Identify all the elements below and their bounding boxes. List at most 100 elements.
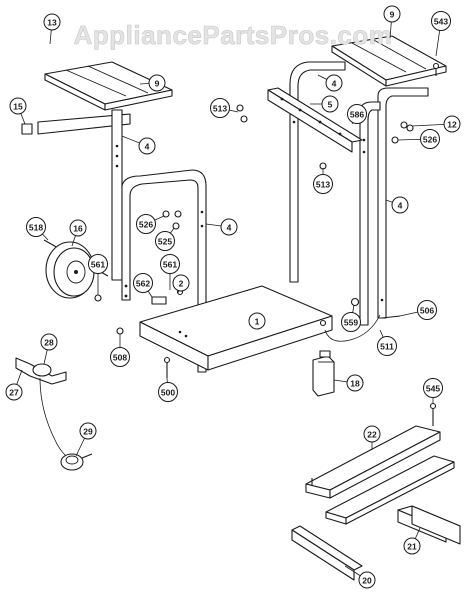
right-shelf-assembly (331, 35, 447, 87)
callout-559: 559 (341, 304, 361, 332)
callout-circle (347, 104, 367, 124)
callout-circle (9, 97, 27, 115)
callout-circle (363, 425, 381, 443)
callout-circle (431, 11, 451, 31)
callout-number: 518 (29, 223, 43, 233)
callout-number: 28 (44, 338, 54, 348)
callout-circle (79, 422, 97, 440)
callout-circle (321, 95, 339, 113)
callout-number: 29 (83, 427, 93, 437)
callout-number: 513 (213, 104, 227, 114)
callout-545: 545 (423, 378, 443, 403)
callout-circle (172, 274, 190, 292)
callout-circle (5, 383, 23, 401)
callout-circle (383, 5, 401, 23)
callout-561: 561 (160, 254, 180, 290)
callout-4: 4 (205, 218, 238, 236)
callout-number: 15 (13, 102, 23, 112)
callout-22: 22 (363, 425, 381, 450)
callout-562: 562 (133, 273, 153, 298)
callout-number: 526 (139, 220, 153, 230)
callout-number: 9 (390, 10, 395, 20)
callout-506: 506 (399, 300, 437, 320)
base-pan (139, 285, 333, 371)
callout-4: 4 (317, 74, 343, 92)
igniter-module (312, 350, 335, 397)
callout-number: 4 (332, 79, 337, 89)
callout-513: 513 (313, 168, 333, 194)
callout-number: 586 (350, 110, 364, 120)
callout-9: 9 (383, 5, 401, 39)
callout-number: 500 (161, 388, 175, 398)
callout-5: 5 (310, 95, 339, 113)
callout-4: 4 (385, 196, 409, 214)
callout-12: 12 (411, 115, 461, 133)
callout-number: 506 (420, 306, 434, 316)
callout-21: 21 (403, 527, 421, 555)
callout-number: 545 (426, 384, 440, 394)
callout-circle (220, 218, 238, 236)
callout-13: 13 (43, 13, 61, 45)
callout-circle (158, 382, 178, 402)
callout-number: 9 (155, 79, 160, 89)
callout-15: 15 (9, 97, 27, 125)
callout-525: 525 (155, 227, 175, 251)
callout-500: 500 (158, 377, 178, 402)
callout-circle (403, 537, 421, 555)
callout-circle (391, 196, 409, 214)
callout-circle (26, 217, 46, 237)
callout-number: 559 (344, 318, 358, 328)
bottom-shelf-assembly (305, 402, 455, 525)
callout-circle (248, 312, 266, 330)
callout-number: 511 (380, 342, 394, 352)
callout-27: 27 (5, 369, 23, 401)
callout-circle (69, 219, 87, 237)
bottom-rails (291, 505, 461, 581)
callout-number: 4 (227, 223, 232, 233)
callout-number: 22 (367, 430, 377, 440)
callout-circle (313, 174, 333, 194)
front-frame-assembly (121, 169, 207, 373)
callout-number: 18 (350, 379, 360, 389)
callout-circle (43, 13, 61, 31)
left-shelf-assembly (37, 61, 173, 281)
callout-16: 16 (69, 219, 87, 247)
callout-number: 561 (163, 260, 177, 270)
callout-4: 4 (121, 135, 156, 155)
callout-543: 543 (431, 11, 451, 57)
callout-526: 526 (397, 129, 440, 149)
callout-circle (417, 300, 437, 320)
callout-number: 20 (362, 576, 372, 586)
callout-circle (423, 378, 443, 398)
callout-circle (110, 347, 130, 367)
callout-number: 526 (423, 135, 437, 145)
callout-511: 511 (377, 329, 397, 356)
callout-labels: 13 9 9 543 15 4 4 4 4 513 5 586 12 526 526 513 525 518 16 5… (5, 5, 461, 589)
callout-1: 1 (248, 312, 266, 330)
right-frame-assembly (289, 61, 429, 326)
callout-circle (346, 374, 364, 392)
callout-circle (377, 336, 397, 356)
callout-518: 518 (26, 217, 49, 241)
callout-number: 4 (145, 142, 150, 152)
callout-circle (160, 254, 180, 274)
callout-number: 5 (328, 100, 333, 110)
callout-number: 543 (434, 17, 448, 27)
callout-number: 561 (91, 260, 105, 270)
callout-526: 526 (136, 214, 165, 234)
callout-number: 4 (398, 201, 403, 211)
callout-circle (443, 115, 461, 133)
callout-number: 508 (113, 353, 127, 363)
callout-circle (155, 231, 175, 251)
callout-561: 561 (88, 254, 108, 295)
callout-number: 513 (316, 180, 330, 190)
callout-circle (136, 214, 156, 234)
callout-number: 16 (73, 224, 83, 234)
callout-circle (358, 571, 376, 589)
callout-circle (133, 273, 153, 293)
callout-circle (325, 74, 343, 92)
callout-29: 29 (75, 422, 97, 457)
callout-number: 13 (47, 18, 57, 28)
callout-number: 27 (9, 388, 19, 398)
